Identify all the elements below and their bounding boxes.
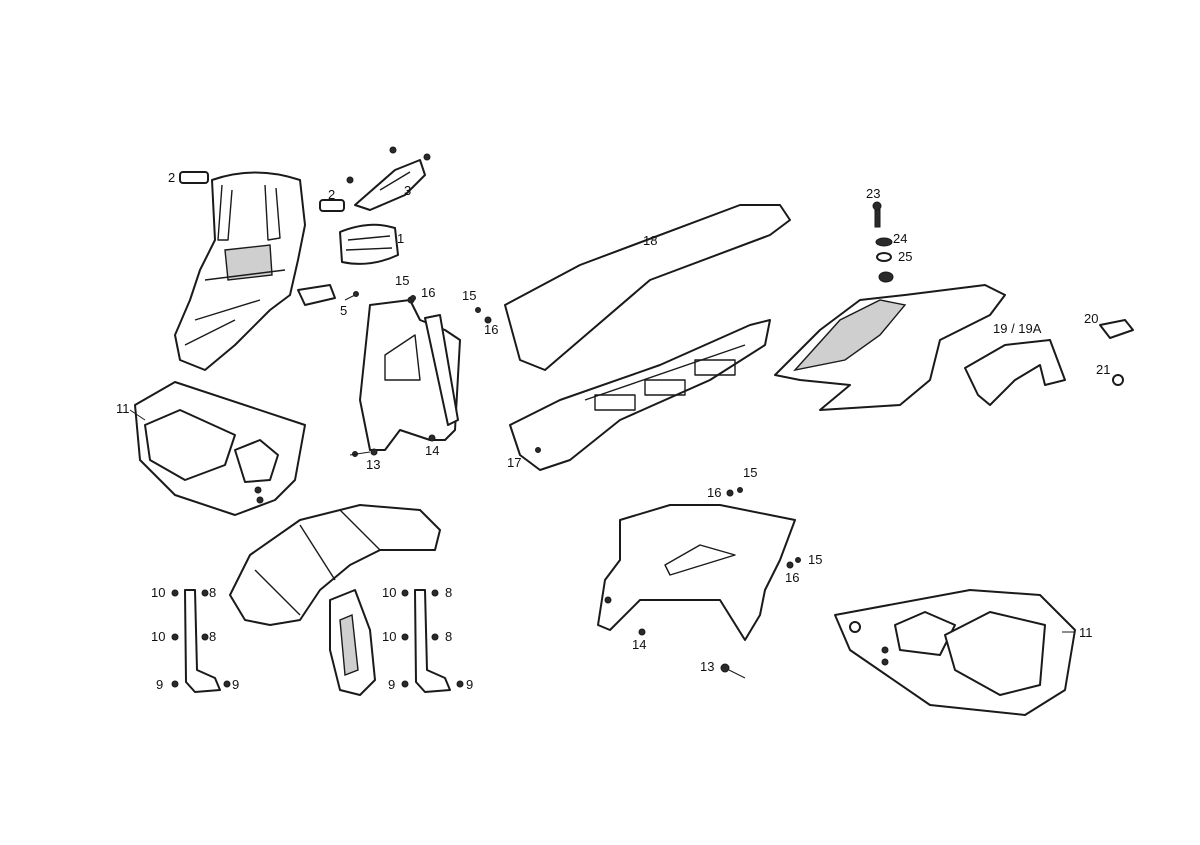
front-fairing <box>174 171 336 371</box>
label-11: 11 <box>116 401 130 416</box>
label-14: 14 <box>425 443 439 458</box>
screw-5 <box>344 291 359 301</box>
label-15: 15 <box>395 273 409 288</box>
label-18: 18 <box>643 233 657 248</box>
rear-tail <box>774 284 1006 411</box>
headlight-bracket <box>346 146 431 211</box>
label-16: 16 <box>707 485 721 500</box>
label-16: 16 <box>484 322 498 337</box>
label-15: 15 <box>462 288 476 303</box>
label-23: 23 <box>866 186 880 201</box>
label-5: 5 <box>340 303 347 318</box>
label-2: 2 <box>168 170 175 185</box>
label-1: 1 <box>397 231 404 246</box>
fastener-stack <box>872 201 894 283</box>
label-8: 8 <box>209 629 216 644</box>
label-20: 20 <box>1084 311 1098 326</box>
label-15: 15 <box>808 552 822 567</box>
fork-bracket-right <box>401 589 464 693</box>
label-10: 10 <box>382 585 396 600</box>
label-2: 2 <box>328 187 335 202</box>
label-24: 24 <box>893 231 907 246</box>
side-panel-right <box>834 589 1076 716</box>
label-17: 17 <box>507 455 521 470</box>
tail-light <box>1099 319 1134 339</box>
label-8: 8 <box>445 585 452 600</box>
label-25: 25 <box>898 249 912 264</box>
radiator-shroud-right <box>597 504 796 641</box>
label-10: 10 <box>382 629 396 644</box>
label-11: 11 <box>1079 625 1093 640</box>
side-panel-left <box>134 381 306 516</box>
seat <box>504 204 791 371</box>
front-fender <box>229 504 441 696</box>
label-9: 9 <box>466 677 473 692</box>
label-15: 15 <box>743 465 757 480</box>
label-10: 10 <box>151 629 165 644</box>
label-10: 10 <box>151 585 165 600</box>
label-13: 13 <box>366 457 380 472</box>
label-3: 3 <box>404 183 411 198</box>
label-16: 16 <box>421 285 435 300</box>
label-9: 9 <box>232 677 239 692</box>
label-21: 21 <box>1096 362 1110 377</box>
label-16: 16 <box>785 570 799 585</box>
seat-base <box>509 319 771 471</box>
label-13: 13 <box>700 659 714 674</box>
label-14: 14 <box>632 637 646 652</box>
headlight <box>339 223 399 265</box>
label-8: 8 <box>209 585 216 600</box>
label-19-19a: 19 / 19A <box>993 321 1042 336</box>
part-2-clip <box>179 171 345 212</box>
label-8: 8 <box>445 629 452 644</box>
fork-bracket-left <box>171 589 231 693</box>
small-fasteners <box>349 295 801 679</box>
label-9: 9 <box>388 677 395 692</box>
radiator-shroud-left <box>359 296 461 456</box>
label-9: 9 <box>156 677 163 692</box>
nut-21 <box>1112 374 1124 386</box>
rear-bracket <box>964 339 1066 406</box>
